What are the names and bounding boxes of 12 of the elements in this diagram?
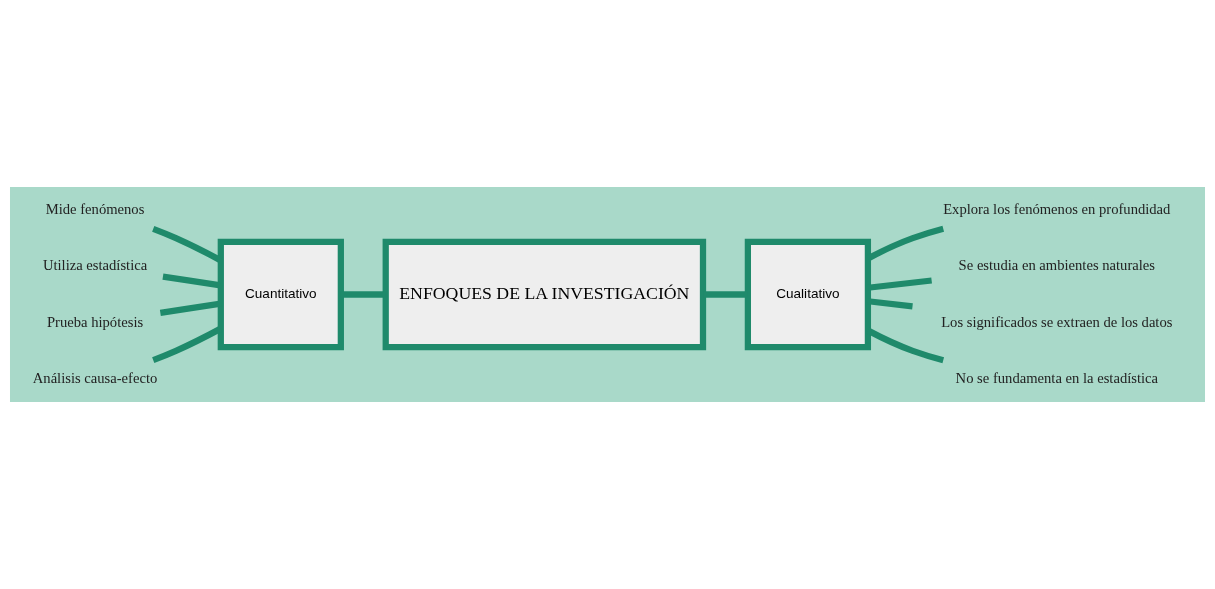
node-text: Utiliza estadística (42, 257, 148, 274)
node-text: Se estudia en ambientes naturales (958, 257, 1155, 274)
connector (703, 291, 748, 298)
node-text: No se fundamenta en la estadística (955, 369, 1159, 386)
node-text: Explora los fenómenos en profundidad (943, 200, 1171, 217)
node-box: ENFOQUES DE LA INVESTIGACIÓN (382, 238, 707, 351)
node-text: Los significados se extraen de los datos (941, 313, 1173, 330)
node-box: Cuantitativo (217, 238, 344, 351)
node-text: Análisis causa-efecto (32, 369, 158, 386)
node-box: Cualitativo (744, 238, 872, 351)
node-text: Prueba hipótesis (46, 313, 144, 330)
node-text: Mide fenómenos (45, 200, 145, 217)
